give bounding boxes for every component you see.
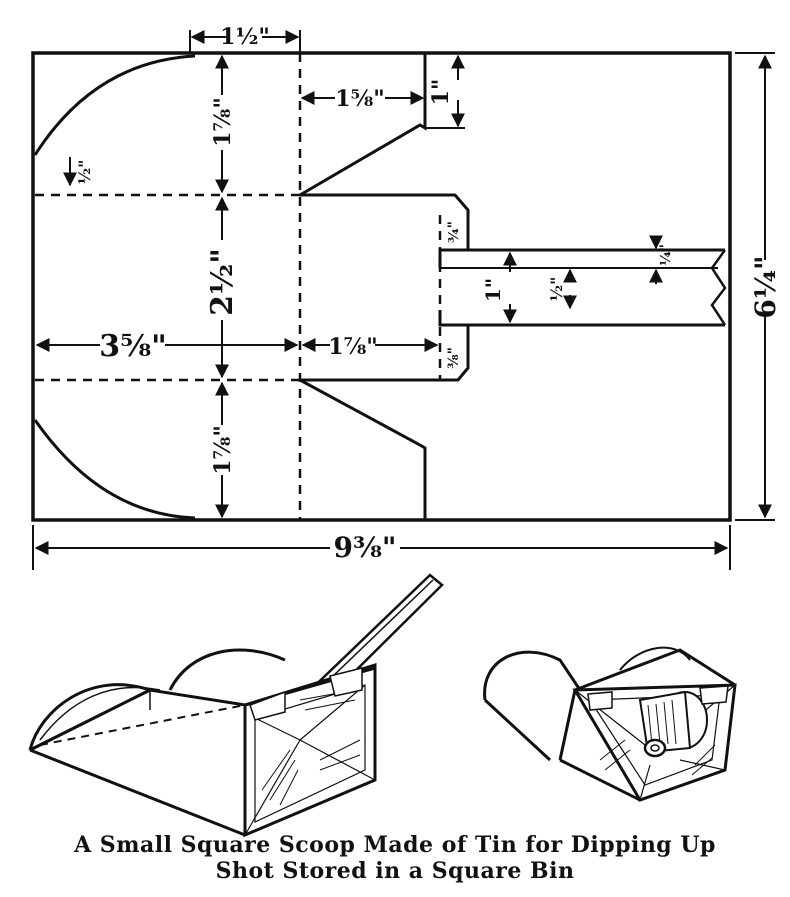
dim-tab-height: ½" bbox=[75, 159, 94, 184]
dim-side-lower: 1⅞" bbox=[210, 425, 236, 475]
curve-top-left bbox=[33, 54, 196, 156]
dim-neck-width: 1⅝" bbox=[335, 86, 385, 112]
dim-total-width: 9⅜" bbox=[333, 531, 396, 564]
sheet-outline bbox=[31, 51, 732, 522]
curve-bottom-left bbox=[33, 419, 196, 520]
lower-flap bbox=[299, 378, 427, 520]
dim-top-notch: 1" bbox=[428, 79, 454, 106]
handle-zigzag bbox=[710, 249, 727, 326]
dim-bottom-width: 3⅝" bbox=[99, 329, 167, 364]
fold-lines bbox=[35, 53, 442, 520]
dim-handle-quarter: ¼" bbox=[658, 244, 674, 266]
dim-handle-width: 1" bbox=[481, 278, 505, 302]
dim-handle-half: ½" bbox=[547, 276, 566, 301]
dim-total-height: 6¼" bbox=[749, 255, 782, 318]
caption-line-1: A Small Square Scoop Made of Tin for Dip… bbox=[74, 832, 716, 858]
upper-tab bbox=[300, 193, 470, 268]
dim-tab-bottom: ⅜" bbox=[446, 347, 462, 369]
lower-tab bbox=[300, 323, 470, 382]
dim-side-upper: 1⅞" bbox=[210, 97, 236, 147]
dim-tab-top: ¾" bbox=[446, 221, 462, 243]
dimension-labels: 1½" 1⅝" 1" ½" 1⅞" 2½" 1⅞" 3⅝" 1⅞" ¾" ⅜" … bbox=[75, 24, 782, 564]
upper-flap bbox=[299, 53, 427, 197]
figure-caption: A Small Square Scoop Made of Tin for Dip… bbox=[0, 832, 790, 884]
scoop-illustration-open bbox=[28, 573, 444, 838]
dim-center-height: 2½" bbox=[205, 248, 240, 316]
dimension-lines bbox=[32, 30, 775, 570]
flat-pattern bbox=[31, 51, 732, 522]
caption-line-2: Shot Stored in a Square Bin bbox=[215, 858, 575, 884]
dim-mid-width: 1⅞" bbox=[328, 334, 378, 360]
dim-top-width: 1½" bbox=[220, 24, 270, 50]
scoop-illustration-closed bbox=[483, 646, 737, 802]
